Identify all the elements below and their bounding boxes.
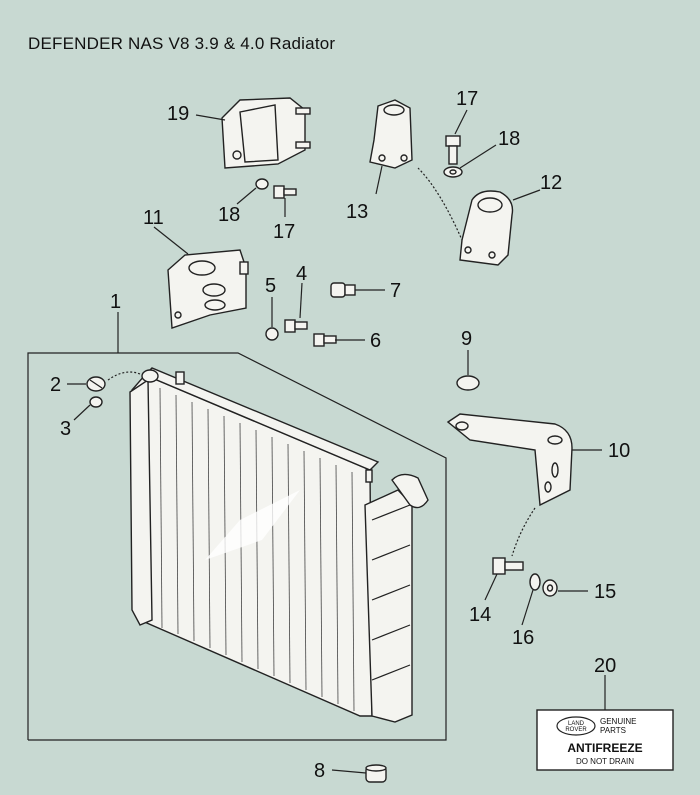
grommet-9 <box>456 375 480 391</box>
radiator-right-stud <box>365 469 373 483</box>
plug-7 <box>330 282 356 298</box>
bracket-11 <box>167 249 249 329</box>
genuine-line2: PARTS <box>600 726 626 735</box>
bolt-6 <box>313 333 337 347</box>
callout-9: 9 <box>461 328 472 350</box>
leader-lines <box>67 109 606 774</box>
radiator-top-stud <box>175 371 185 385</box>
radiator-frame-outline <box>27 352 447 741</box>
logo-line2: ROVER <box>565 727 587 733</box>
callout-4: 4 <box>296 263 307 285</box>
tank-seam-5 <box>371 664 411 681</box>
callout-18-upper: 18 <box>498 128 520 150</box>
callout-11: 11 <box>143 207 164 229</box>
callout-10: 10 <box>608 440 630 462</box>
tank-seam-1 <box>371 504 411 521</box>
washer-5 <box>265 327 279 341</box>
radiator-outlet-neck <box>391 473 429 509</box>
bracket-13-12-leader <box>417 167 463 241</box>
callout-12: 12 <box>540 172 562 194</box>
radiator-left-tank <box>129 378 153 626</box>
radiator-right-tank <box>364 489 413 723</box>
bracket-12 <box>459 190 514 266</box>
callout-1: 1 <box>110 291 121 313</box>
label-do-not-drain: DO NOT DRAIN <box>576 757 634 766</box>
bracket-10 <box>446 413 573 507</box>
callout-6: 6 <box>370 330 381 352</box>
callout-18-lower: 18 <box>218 204 240 226</box>
callout-3: 3 <box>60 418 71 440</box>
bracket-19 <box>221 97 311 169</box>
mount-8 <box>365 764 387 783</box>
callout-17-upper: 17 <box>456 88 478 110</box>
cap-leader <box>107 371 141 381</box>
cap-seal <box>89 396 103 408</box>
tank-seam-3 <box>371 584 411 601</box>
callout-16: 16 <box>512 627 534 649</box>
radiator-core <box>131 374 373 717</box>
callout-8: 8 <box>314 760 325 782</box>
callout-15: 15 <box>594 581 616 603</box>
antifreeze-label: LAND ROVER GENUINE PARTS ANTIFREEZE DO N… <box>536 709 674 771</box>
cap-slot <box>89 379 103 389</box>
callout-2: 2 <box>50 374 61 396</box>
genuine-line1: GENUINE <box>600 717 636 726</box>
bolt-4 <box>284 319 308 333</box>
diagram-title: DEFENDER NAS V8 3.9 & 4.0 Radiator <box>28 34 336 53</box>
radiator-filler-neck <box>141 369 159 383</box>
callout-20: 20 <box>594 655 616 677</box>
tank-seam-4 <box>371 624 411 641</box>
bolt-17-lower <box>273 185 297 199</box>
callout-17-lower: 17 <box>273 221 295 243</box>
land-rover-logo <box>556 716 596 736</box>
logo-line1: LAND <box>568 721 585 727</box>
radiator-assembly <box>27 352 447 741</box>
callout-19: 19 <box>167 103 189 125</box>
washer-18-upper-hole <box>449 169 457 175</box>
label-antifreeze: ANTIFREEZE <box>567 741 642 755</box>
core-highlight <box>205 490 300 560</box>
bolt-14 <box>492 557 524 575</box>
callout-7: 7 <box>390 280 401 302</box>
callout-5: 5 <box>265 275 276 297</box>
bracket-13 <box>369 99 413 169</box>
washer-16 <box>529 573 541 591</box>
bolt-17-upper <box>445 135 461 165</box>
bracket-10-leader <box>511 507 536 557</box>
tank-seam-2 <box>371 544 411 561</box>
callout-numbers: 1 2 3 4 5 6 7 8 9 10 11 12 13 14 15 16 1… <box>50 88 630 782</box>
washer-15-hole <box>546 584 554 592</box>
callout-13: 13 <box>346 201 368 223</box>
callout-14: 14 <box>469 604 491 626</box>
washer-18-lower <box>255 178 269 190</box>
